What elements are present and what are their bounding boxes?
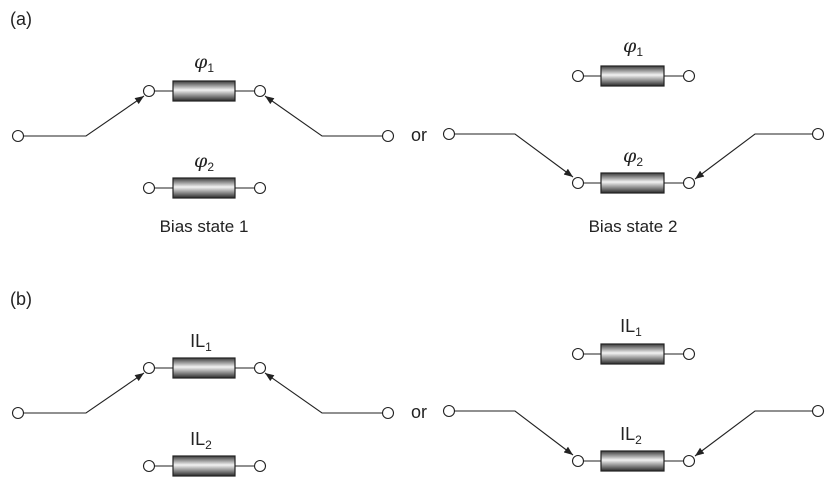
il2-label-state1: IL2	[190, 429, 212, 452]
phase-shifter-2-element	[600, 172, 665, 194]
or-text-b: or	[411, 402, 427, 422]
panel-a-bias-state-2: φ1 φ2 Bias state 2	[442, 35, 825, 236]
or-text-a: or	[411, 125, 427, 145]
terminal-node	[142, 84, 156, 98]
bias-state-2-caption: Bias state 2	[589, 217, 678, 236]
insertion-loss-2-element	[600, 450, 665, 472]
phi1-label-state2: φ1	[623, 35, 643, 59]
terminal-node	[142, 361, 156, 375]
insertion-loss-1-element	[172, 357, 236, 379]
panel-a-label: (a)	[10, 9, 32, 29]
output-terminal	[381, 406, 395, 420]
terminal-node	[253, 84, 267, 98]
switch-arm-output	[694, 133, 812, 180]
il2-label-state2: IL2	[620, 424, 642, 447]
panel-b-bias-state-1: IL1 IL2	[11, 331, 395, 477]
switch-arm-input	[24, 372, 145, 414]
input-terminal	[11, 406, 25, 420]
bias-state-1-caption: Bias state 1	[160, 217, 249, 236]
output-terminal	[811, 127, 825, 141]
input-terminal	[11, 129, 25, 143]
terminal-node	[682, 454, 696, 468]
input-terminal	[442, 404, 456, 418]
terminal-node	[253, 361, 267, 375]
terminal-node	[682, 347, 696, 361]
phase-shifter-1-element	[600, 65, 665, 87]
panel-a-bias-state-1: φ1 φ2 Bias state 1	[11, 51, 395, 236]
phi2-label-state2: φ2	[623, 145, 643, 169]
output-terminal	[811, 404, 825, 418]
phi1-label-state1: φ1	[194, 51, 214, 75]
terminal-node	[253, 459, 267, 473]
switch-arm-output	[264, 372, 382, 414]
terminal-node	[142, 459, 156, 473]
terminal-node	[253, 181, 267, 195]
terminal-node	[571, 454, 585, 468]
terminal-node	[682, 69, 696, 83]
switch-arm-input	[455, 410, 574, 456]
panel-b-bias-state-2: IL1 IL2	[442, 316, 825, 472]
terminal-node	[571, 347, 585, 361]
switch-arm-input	[455, 133, 574, 178]
il1-label-state1: IL1	[190, 331, 212, 354]
input-terminal	[442, 127, 456, 141]
terminal-node	[571, 176, 585, 190]
terminal-node	[682, 176, 696, 190]
switch-arm-input	[24, 95, 145, 137]
terminal-node	[571, 69, 585, 83]
phase-shifter-1-element	[172, 80, 236, 102]
panel-b-label: (b)	[10, 289, 32, 309]
output-terminal	[381, 129, 395, 143]
switch-arm-output	[264, 95, 382, 137]
insertion-loss-2-element	[172, 455, 236, 477]
phi2-label-state1: φ2	[194, 150, 214, 174]
insertion-loss-1-element	[600, 343, 665, 365]
terminal-node	[142, 181, 156, 195]
phase-shifter-2-element	[172, 177, 236, 199]
il1-label-state2: IL1	[620, 316, 642, 339]
switch-arm-output	[694, 410, 812, 457]
